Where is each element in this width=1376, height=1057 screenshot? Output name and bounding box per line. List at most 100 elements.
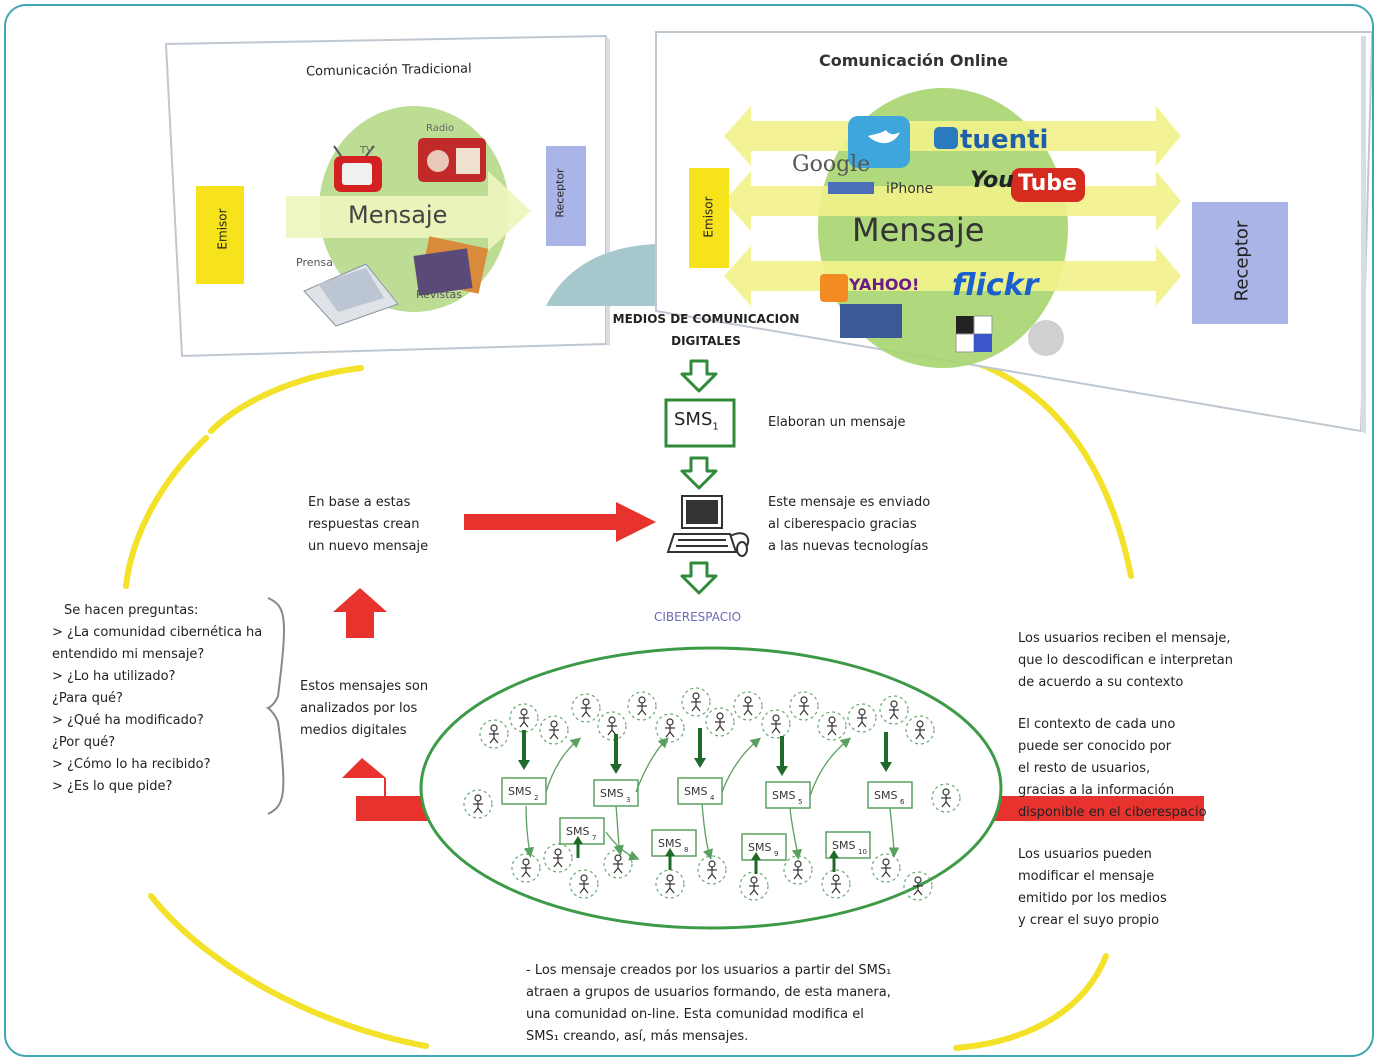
sms-box-sub: 4 bbox=[710, 794, 715, 802]
radio-icon bbox=[418, 138, 486, 182]
online-emisor-box bbox=[689, 168, 729, 268]
online-emisor-label: Emisor bbox=[701, 196, 716, 238]
sms-box-label: SMS bbox=[684, 785, 707, 798]
sms-box-sub: 3 bbox=[626, 796, 630, 804]
traditional-title: Comunicación Tradicional bbox=[305, 61, 472, 80]
iphone-logo: iPhone bbox=[886, 181, 934, 197]
traditional-arrow bbox=[286, 171, 531, 251]
en-base-text: En base a estas respuestas crean un nuev… bbox=[308, 495, 429, 554]
traditional-revistas-label: Revistas bbox=[416, 288, 462, 301]
right-note-2: El contexto de cada uno puede ser conoci… bbox=[1018, 717, 1207, 820]
user-figure bbox=[783, 855, 813, 885]
cycle-arc-bottom-right bbox=[953, 953, 1109, 1051]
ciberespacio-label: CIBERESPACIO bbox=[654, 610, 742, 624]
user-figure bbox=[697, 855, 727, 885]
traditional-radio-label: Radio bbox=[426, 123, 455, 134]
google-logo: Google bbox=[792, 152, 871, 177]
arrow-down-2 bbox=[680, 456, 718, 490]
user-figure bbox=[569, 869, 599, 899]
user-figure bbox=[463, 789, 493, 819]
question-item: > ¿Lo ha utilizado? ¿Para qué? bbox=[52, 669, 176, 706]
rss-icon bbox=[820, 274, 848, 302]
sms-box-label: SMS bbox=[772, 789, 795, 802]
questions-bracket bbox=[265, 597, 285, 815]
user-figure bbox=[597, 711, 627, 741]
flow-curve bbox=[605, 831, 640, 861]
sms-box-label: SMS bbox=[658, 837, 681, 850]
panel-connector bbox=[546, 244, 656, 306]
user-figure bbox=[571, 693, 601, 723]
traditional-tv-label: TV bbox=[360, 145, 373, 156]
traditional-receptor-label: Receptor bbox=[553, 168, 567, 218]
panel-online bbox=[655, 31, 1372, 434]
user-figure bbox=[705, 707, 735, 737]
questions-list: Se hacen preguntas: > ¿La comunidad cibe… bbox=[52, 600, 262, 798]
online-mensaje: Mensaje bbox=[852, 211, 985, 249]
revistas-icon bbox=[413, 236, 489, 296]
user-figure bbox=[681, 687, 711, 717]
user-figure bbox=[627, 691, 657, 721]
sms1-label: SMS1 bbox=[674, 409, 719, 433]
sms-box-sub: 5 bbox=[798, 798, 802, 806]
user-figure bbox=[739, 871, 769, 901]
flow-curve bbox=[545, 737, 581, 793]
right-note-1: Los usuarios reciben el mensaje, que lo … bbox=[1018, 631, 1234, 690]
sms-box-sub: 8 bbox=[684, 846, 688, 854]
red-arrow-right bbox=[464, 502, 656, 542]
prensa-icon bbox=[303, 263, 399, 327]
user-figure bbox=[479, 719, 509, 749]
red-arrow-up bbox=[333, 588, 387, 638]
flow-curve bbox=[523, 805, 535, 858]
flickr-logo: flickr bbox=[952, 268, 1039, 303]
user-figure bbox=[543, 843, 573, 873]
question-item: > ¿Es lo que pide? bbox=[52, 779, 173, 794]
flow-curve bbox=[721, 737, 761, 793]
user-figure bbox=[761, 709, 791, 739]
traditional-emisor-label: Emisor bbox=[215, 208, 230, 250]
tuenti-icon bbox=[934, 127, 958, 149]
elaboran-text: Elaboran un mensaje bbox=[768, 415, 906, 430]
panel-traditional bbox=[164, 34, 610, 358]
facebook-icon bbox=[840, 304, 902, 338]
question-item: > ¿Cómo lo ha recibido? bbox=[52, 757, 211, 772]
right-note-3: Los usuarios pueden modificar el mensaje… bbox=[1018, 847, 1167, 928]
flow-curve bbox=[635, 737, 669, 793]
sms-box-label: SMS bbox=[566, 825, 589, 838]
analizados-text: Estos mensajes son analizados por los me… bbox=[300, 679, 429, 738]
sms-box-sub: 10 bbox=[858, 848, 867, 856]
tv-icon bbox=[333, 145, 382, 192]
sms-box-label: SMS bbox=[874, 789, 897, 802]
user-figure bbox=[509, 703, 539, 733]
traditional-mensaje: Mensaje bbox=[348, 201, 448, 229]
flow-curve bbox=[701, 803, 713, 860]
tuenti-logo: tuenti bbox=[960, 125, 1049, 155]
wikipedia-icon bbox=[1028, 320, 1064, 356]
online-title: Comunicación Online bbox=[819, 51, 1009, 70]
enviado-text: Este mensaje es enviado al ciberespacio … bbox=[768, 495, 931, 554]
flow-curve bbox=[809, 737, 851, 797]
blogger-icon bbox=[828, 182, 874, 194]
flow-curve bbox=[613, 805, 624, 856]
traditional-prensa-label: Prensa bbox=[296, 256, 333, 269]
online-receptor-label: Receptor bbox=[1231, 220, 1253, 302]
user-figure bbox=[871, 853, 901, 883]
user-figure bbox=[655, 713, 685, 743]
bottom-note: - Los mensaje creados por los usuarios a… bbox=[526, 963, 892, 1044]
flow-curve bbox=[789, 807, 803, 860]
cycle-arc-left bbox=[123, 435, 209, 589]
user-figure bbox=[821, 869, 851, 899]
user-figure bbox=[931, 783, 961, 813]
user-figure bbox=[817, 711, 847, 741]
user-figure bbox=[655, 869, 685, 899]
user-figure bbox=[903, 871, 933, 901]
user-figure bbox=[511, 853, 541, 883]
